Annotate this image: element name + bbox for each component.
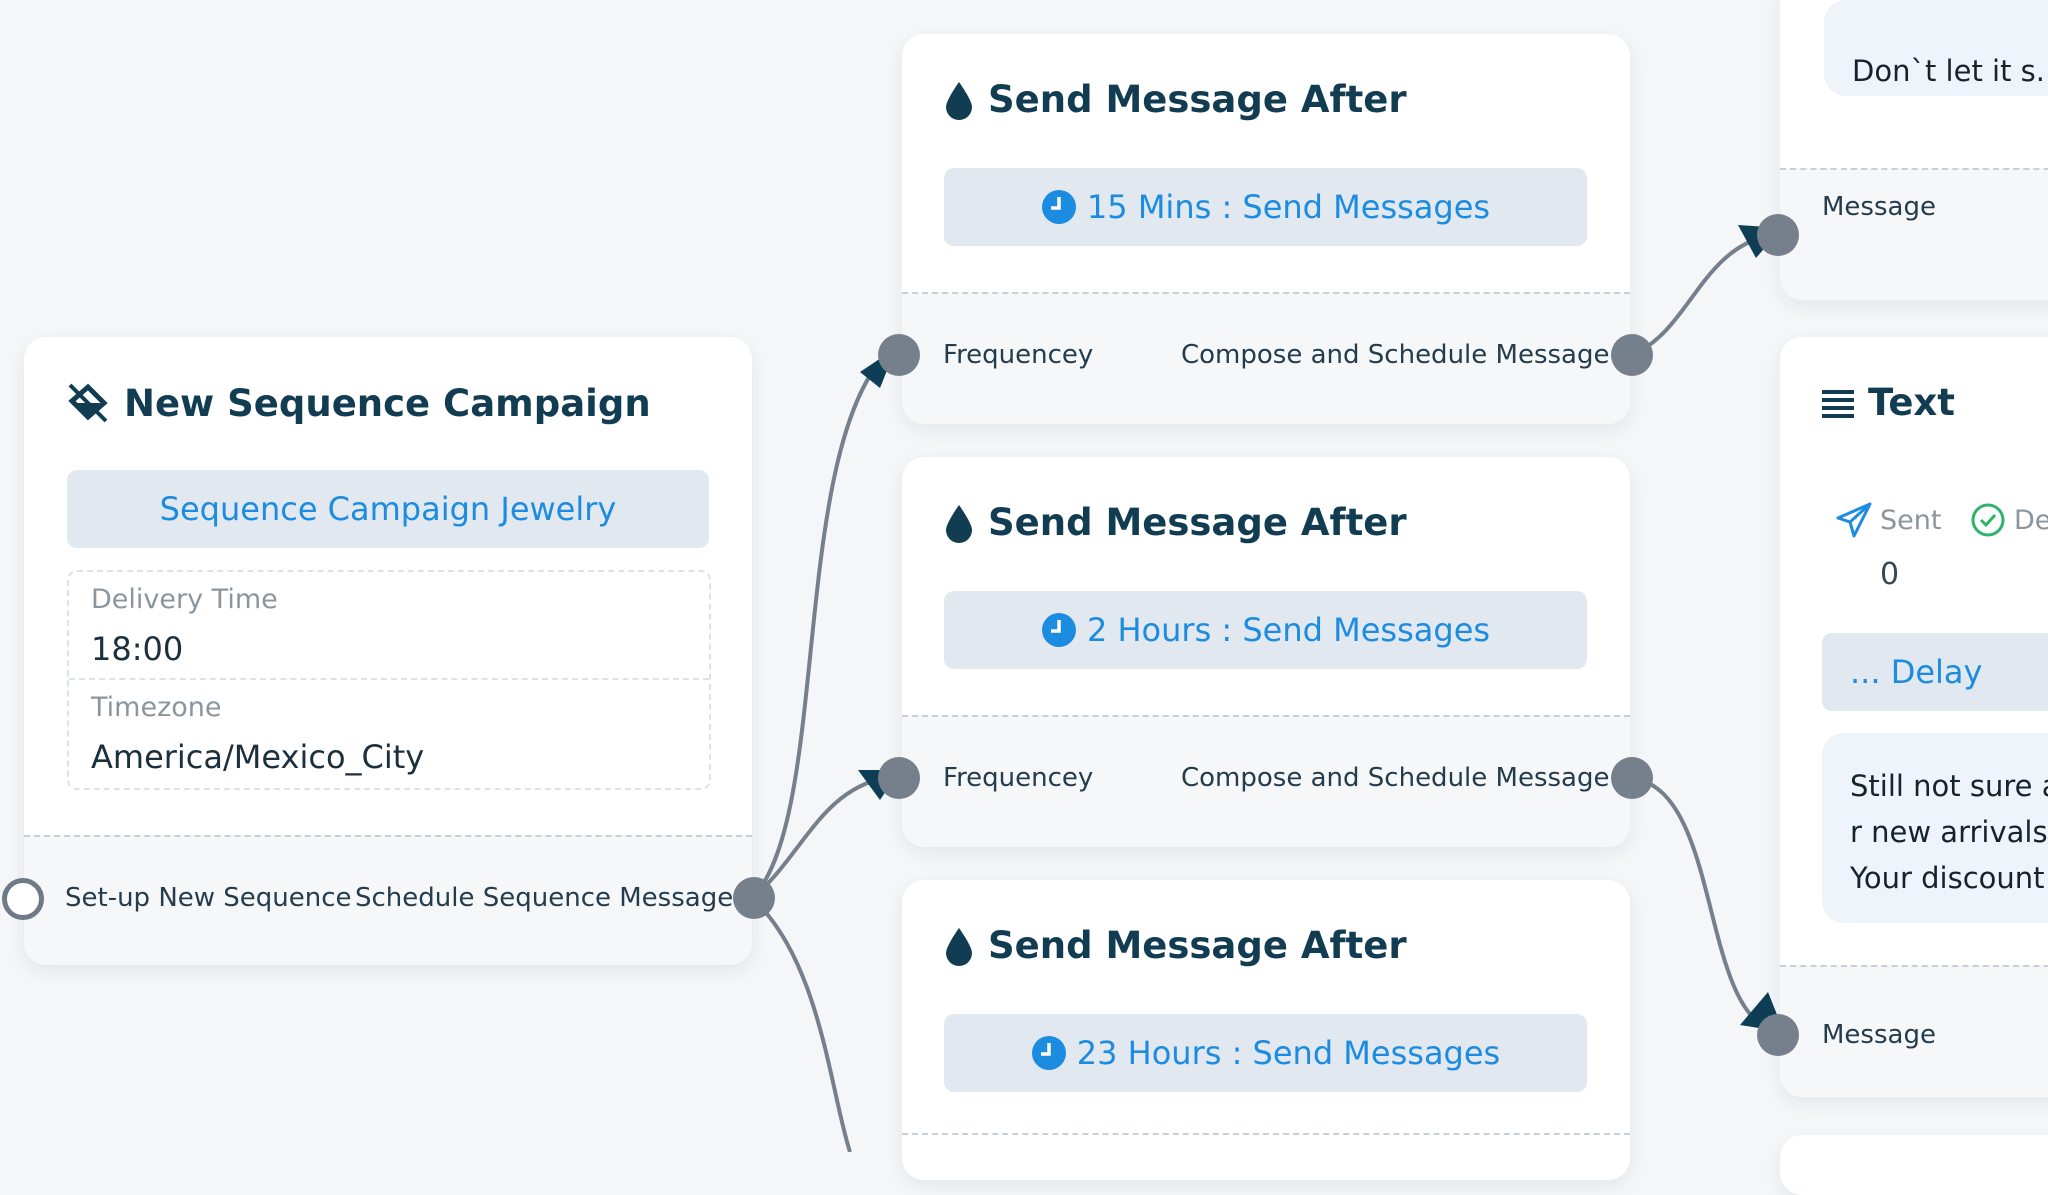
wire-node2-to-message xyxy=(1631,776,1771,1032)
text-message-bubble: Still not sure al r new arrivals h Your … xyxy=(1822,733,2048,923)
delay-label-1: 15 Mins : Send Messages xyxy=(1086,188,1491,226)
send-after-2-input-port[interactable] xyxy=(878,757,920,799)
campaign-title: New Sequence Campaign xyxy=(66,381,651,425)
frequency-label-1: Frequencey xyxy=(943,340,1094,370)
text-node-port-label: Message xyxy=(1822,1020,1936,1050)
frequency-label-2: Frequencey xyxy=(943,763,1094,793)
send-after-node-3[interactable]: Send Message After 23 Hours : Send Messa… xyxy=(902,880,1630,1180)
campaign-node[interactable]: New Sequence Campaign Sequence Campaign … xyxy=(24,337,752,965)
water-drop-icon xyxy=(944,80,974,120)
send-after-2-footer xyxy=(902,715,1630,847)
top-message-node[interactable]: Don`t let it s... Message xyxy=(1780,0,2048,300)
campaign-output-port[interactable] xyxy=(733,877,775,919)
delay-pill-1[interactable]: 15 Mins : Send Messages xyxy=(944,168,1587,246)
water-drop-icon xyxy=(944,926,974,966)
campaign-node-footer xyxy=(24,835,752,965)
delivered-label: De xyxy=(2014,504,2048,536)
send-after-2-title-text: Send Message After xyxy=(988,501,1407,544)
compose-label-1: Compose and Schedule Message xyxy=(1181,340,1610,370)
send-after-2-output-port[interactable] xyxy=(1611,757,1653,799)
campaign-name-pill[interactable]: Sequence Campaign Jewelry xyxy=(67,470,709,548)
check-circle-icon xyxy=(1970,502,2006,538)
delay-pill-2[interactable]: 2 Hours : Send Messages xyxy=(944,591,1587,669)
setup-sequence-label: Set-up New Sequence xyxy=(65,883,352,913)
paper-plane-icon xyxy=(1836,502,1872,538)
campaign-title-text: New Sequence Campaign xyxy=(124,381,651,425)
clock-icon xyxy=(1031,1035,1067,1071)
campaign-input-port[interactable] xyxy=(2,878,44,920)
timezone-label: Timezone xyxy=(91,692,222,723)
text-node-footer xyxy=(1780,965,2048,1097)
delivery-time-label: Delivery Time xyxy=(91,584,278,615)
clock-icon xyxy=(1041,612,1077,648)
send-after-3-title: Send Message After xyxy=(944,924,1407,967)
message-line: Still not sure al xyxy=(1850,769,2048,803)
wire-campaign-to-node1 xyxy=(750,353,887,900)
clock-icon xyxy=(1041,189,1077,225)
sent-value: 0 xyxy=(1880,557,1900,592)
send-after-3-title-text: Send Message After xyxy=(988,924,1407,967)
send-after-1-output-port[interactable] xyxy=(1611,334,1653,376)
delay-label-3: 23 Hours : Send Messages xyxy=(1076,1034,1501,1072)
next-node-partial xyxy=(1780,1135,2048,1195)
sent-stat: Sent xyxy=(1836,502,1941,538)
wire-campaign-to-node2 xyxy=(750,776,886,900)
send-after-1-footer xyxy=(902,292,1630,424)
delay-pill-3[interactable]: 23 Hours : Send Messages xyxy=(944,1014,1587,1092)
top-message-port-label: Message xyxy=(1822,192,1936,222)
field-divider xyxy=(69,678,709,680)
send-after-node-1[interactable]: Send Message After 15 Mins : Send Messag… xyxy=(902,34,1630,424)
delay-button[interactable]: ... Delay xyxy=(1822,633,2048,711)
text-node-title: Text xyxy=(1822,381,1955,424)
send-after-1-input-port[interactable] xyxy=(878,334,920,376)
top-message-input-port[interactable] xyxy=(1757,214,1799,256)
send-after-1-title-text: Send Message After xyxy=(988,78,1407,121)
top-message-preview-text: Don`t let it s... xyxy=(1852,54,2048,88)
delivery-time-value[interactable]: 18:00 xyxy=(91,630,184,668)
delay-button-label: ... Delay xyxy=(1850,653,1983,691)
timezone-value[interactable]: America/Mexico_City xyxy=(91,738,425,776)
send-after-3-footer-divider xyxy=(902,1133,1630,1135)
top-message-preview: Don`t let it s... xyxy=(1824,0,2048,96)
text-node[interactable]: Text Sent 0 De ... Delay Still not sure … xyxy=(1780,337,2048,1097)
text-node-title-text: Text xyxy=(1868,381,1955,424)
send-after-1-title: Send Message After xyxy=(944,78,1407,121)
text-lines-icon xyxy=(1822,387,1854,419)
delivered-stat: De xyxy=(1970,502,2048,538)
sent-label: Sent xyxy=(1880,504,1942,536)
compose-label-2: Compose and Schedule Message xyxy=(1181,763,1610,793)
campaign-settings-box: Delivery Time 18:00 Timezone America/Mex… xyxy=(67,570,711,790)
wire-node1-to-message xyxy=(1631,233,1771,357)
top-message-footer xyxy=(1780,168,2048,300)
send-after-2-title: Send Message After xyxy=(944,501,1407,544)
paint-bucket-icon xyxy=(66,381,110,425)
schedule-sequence-label: Schedule Sequence Message xyxy=(355,883,734,913)
send-after-node-2[interactable]: Send Message After 2 Hours : Send Messag… xyxy=(902,457,1630,847)
wire-campaign-to-node3 xyxy=(750,896,852,1152)
message-line: Your discount i xyxy=(1850,861,2048,895)
text-node-input-port[interactable] xyxy=(1757,1014,1799,1056)
campaign-name-label: Sequence Campaign Jewelry xyxy=(159,490,617,528)
water-drop-icon xyxy=(944,503,974,543)
delay-label-2: 2 Hours : Send Messages xyxy=(1086,611,1491,649)
message-line: r new arrivals h xyxy=(1850,815,2048,849)
